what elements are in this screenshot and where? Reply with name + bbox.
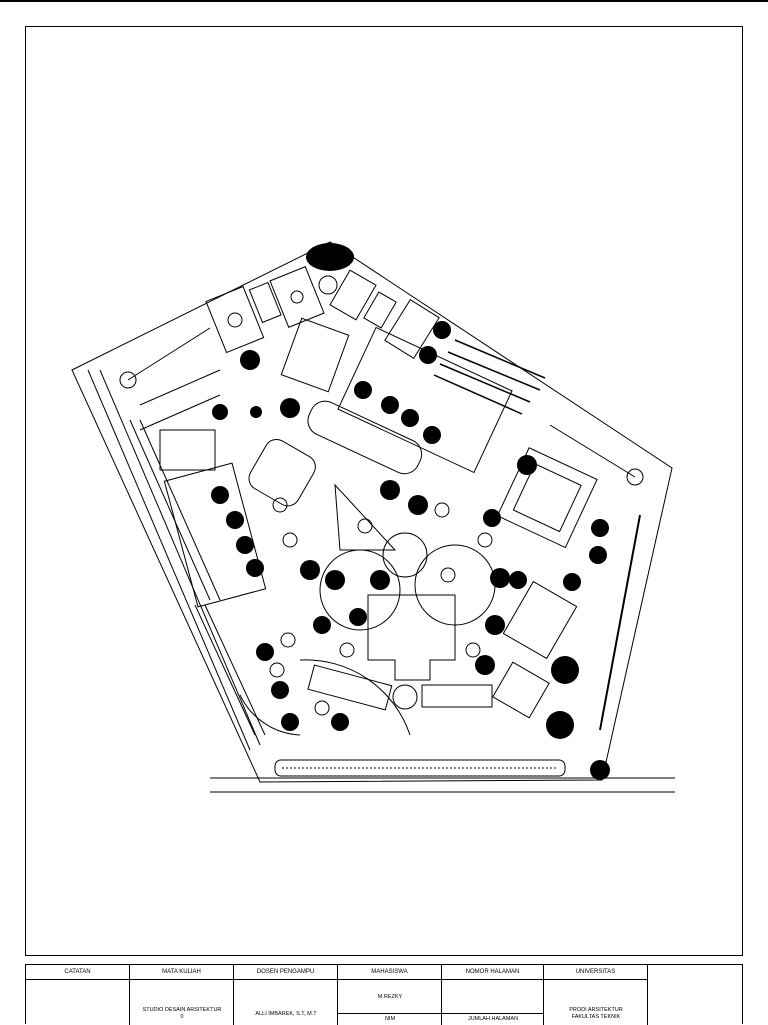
hall-west — [248, 439, 316, 507]
building-southeast — [492, 661, 550, 719]
header-mata-kuliah: MATA KULIAH — [130, 965, 234, 979]
col-nomor — [442, 979, 544, 1025]
court-1 — [205, 285, 265, 354]
hall-north — [307, 400, 423, 475]
fakultas-value: FAKULTAS TEKNIK — [571, 1014, 621, 1020]
header-catatan: CATATAN — [26, 965, 130, 979]
col-mata-kuliah — [130, 979, 234, 1025]
top-border-line — [0, 0, 768, 2]
field-east — [502, 580, 578, 660]
mahasiswa-value: M.REZKY — [377, 994, 403, 1000]
header-mahasiswa: MAHASISWA — [338, 965, 442, 979]
col-dosen — [234, 979, 338, 1025]
site-boundary — [71, 241, 673, 783]
nim-label: NIM — [384, 1016, 396, 1022]
building-left-block — [159, 429, 216, 471]
col-mahasiswa — [338, 979, 442, 1025]
court-4 — [329, 269, 377, 321]
court-3 — [269, 266, 325, 328]
central-building — [367, 594, 456, 681]
classroom-block-left — [163, 462, 267, 608]
jumlah-halaman-label: JUMLAH HALAMAN — [467, 1016, 519, 1022]
court-6 — [384, 298, 440, 360]
title-block: CATATAN MATA KULIAH DOSEN PENGAMPU MAHAS… — [25, 964, 743, 1025]
court-5 — [363, 291, 397, 329]
site-plan-drawing — [71, 241, 675, 793]
pool-inner — [512, 463, 582, 533]
pool-outer — [496, 447, 598, 549]
mata-kuliah-number: 0 — [180, 1014, 184, 1020]
parking-strip — [274, 759, 566, 777]
court-2 — [248, 281, 282, 324]
south-wing-right — [421, 684, 493, 708]
col-catatan — [26, 979, 130, 1025]
header-nomor: NOMOR HALAMAN — [442, 965, 544, 979]
mata-kuliah-value: STUDIO DESAIN ARSITEKTUR — [142, 1007, 222, 1013]
dosen-value: ALLI IMBAREK, S.T, M.T — [255, 1011, 317, 1017]
prodi-value: PRODI ARSITEKTUR — [569, 1007, 623, 1013]
header-dosen: DOSEN PENGAMPU — [234, 965, 338, 979]
trees — [211, 243, 610, 780]
building-top-left — [280, 317, 350, 393]
drawing-sheet-frame — [25, 26, 743, 956]
header-universitas: UNIVERSITAS — [544, 965, 648, 979]
classroom-block-top — [337, 326, 513, 474]
garden-triangle — [334, 483, 397, 551]
col-universitas — [544, 979, 648, 1025]
